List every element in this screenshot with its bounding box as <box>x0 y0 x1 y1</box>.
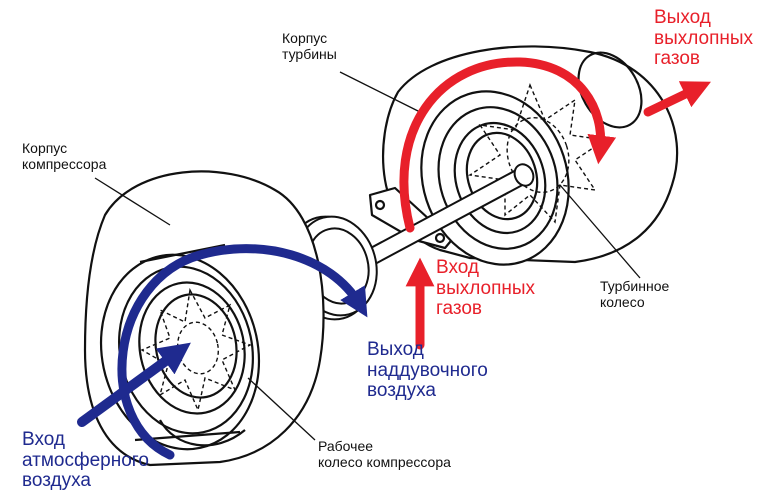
boost-out-label: Выход наддувочного воздуха <box>367 339 488 402</box>
turbine-housing-label: Корпус турбины <box>282 30 337 63</box>
turbine-housing <box>368 45 679 266</box>
turbine-wheel-label: Турбинное колесо <box>600 278 670 311</box>
compressor-wheel-label: Рабочее колесо компрессора <box>318 438 451 471</box>
exhaust-flow <box>399 57 711 350</box>
compressor-housing-label: Корпус компрессора <box>22 140 107 173</box>
air-flow <box>77 244 368 460</box>
turbine-wheel <box>468 83 607 224</box>
exhaust-in-label: Вход выхлопных газов <box>436 257 536 320</box>
compressor-housing <box>83 170 325 467</box>
leader-lines <box>94 71 641 441</box>
exhaust-out-label: Выход выхлопных газов <box>654 7 754 70</box>
air-in-label: Вход атмосферного воздуха <box>22 429 149 492</box>
